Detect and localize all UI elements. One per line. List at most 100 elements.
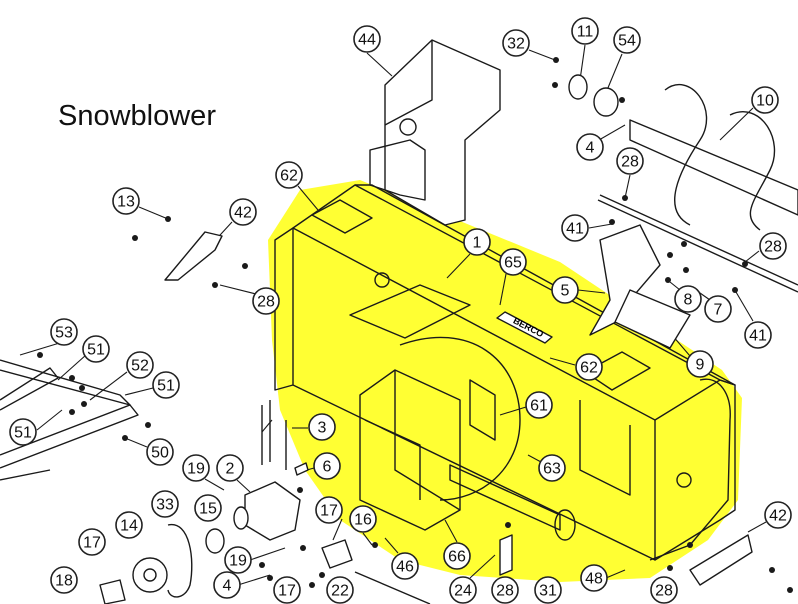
callout-number: 28 (621, 154, 639, 171)
callout-32: 32 (502, 29, 530, 57)
callout-number: 33 (156, 497, 174, 514)
callout-number: 16 (354, 512, 372, 529)
callout-circle (275, 161, 303, 189)
callout-circle (313, 452, 341, 480)
callout-circle (580, 564, 608, 592)
callout-circle (213, 571, 241, 599)
callout-4: 4 (213, 571, 241, 599)
callout-circle (534, 576, 562, 604)
callout-10: 10 (751, 86, 779, 114)
callout-number: 22 (331, 583, 349, 600)
callout-4: 4 (576, 133, 604, 161)
callout-number: 42 (769, 508, 787, 525)
callout-circle (391, 552, 419, 580)
callout-number: 5 (561, 283, 570, 300)
callout-circle (229, 198, 257, 226)
callout-circle (751, 86, 779, 114)
callout-number: 65 (504, 255, 522, 272)
callout-17: 17 (78, 528, 106, 556)
callout-circle (704, 295, 732, 323)
callout-6: 6 (313, 452, 341, 480)
callout-number: 11 (577, 24, 594, 41)
callout-number: 13 (117, 194, 135, 211)
callout-number: 63 (543, 461, 561, 478)
callout-number: 50 (151, 445, 169, 462)
callout-circle (50, 318, 78, 346)
callout-61: 61 (525, 391, 553, 419)
callout-19: 19 (224, 546, 252, 574)
callout-circle (308, 413, 336, 441)
callout-circle (126, 351, 154, 379)
callout-number: 4 (223, 578, 232, 595)
frame-assembly: BERCO (274, 184, 736, 561)
callout-62: 62 (575, 353, 603, 381)
callout-19: 19 (182, 454, 210, 482)
callout-66: 66 (443, 542, 471, 570)
callout-number: 14 (120, 518, 138, 535)
callout-number: 2 (226, 461, 235, 478)
callout-number: 18 (55, 573, 73, 590)
callout-number: 53 (55, 325, 73, 342)
callout-65: 65 (499, 248, 527, 276)
callout-circle (146, 438, 174, 466)
callout-3: 3 (308, 413, 336, 441)
callout-number: 62 (580, 360, 598, 377)
callout-circle (571, 17, 599, 45)
callout-33: 33 (151, 490, 179, 518)
callout-number: 44 (358, 32, 376, 49)
callout-18: 18 (50, 566, 78, 594)
callout-number: 28 (764, 239, 782, 256)
callout-22: 22 (326, 576, 354, 604)
callout-number: 15 (199, 501, 217, 518)
callout-13: 13 (112, 187, 140, 215)
callout-11: 11 (571, 17, 599, 45)
callout-number: 24 (454, 583, 472, 600)
frame-highlight (268, 180, 742, 582)
callout-circle (353, 25, 381, 53)
callout-63: 63 (538, 454, 566, 482)
callout-circle (491, 576, 519, 604)
callout-number: 8 (684, 292, 693, 309)
callout-50: 50 (146, 438, 174, 466)
callout-1: 1 (463, 228, 491, 256)
callout-51: 51 (9, 418, 37, 446)
diagram-title: Snowblower (58, 100, 216, 132)
callout-circle (561, 214, 589, 242)
callout-number: 4 (586, 140, 595, 157)
callout-51: 51 (82, 335, 110, 363)
hitch-cover (369, 39, 501, 226)
callout-number: 19 (187, 461, 205, 478)
callout-51: 51 (152, 371, 180, 399)
callout-circle (224, 546, 252, 574)
callout-number: 41 (749, 328, 767, 345)
callout-number: 28 (655, 583, 673, 600)
callout-circle (449, 576, 477, 604)
callout-number: 51 (14, 425, 32, 442)
callout-circle (252, 287, 280, 315)
callout-46: 46 (391, 552, 419, 580)
callout-number: 66 (448, 549, 466, 566)
auger-assembly (568, 74, 798, 293)
callout-9: 9 (686, 350, 714, 378)
callout-48: 48 (580, 564, 608, 592)
callout-15: 15 (194, 494, 222, 522)
callout-54: 54 (613, 26, 641, 54)
callout-circle (650, 576, 678, 604)
callout-circle (759, 232, 787, 260)
callout-28: 28 (252, 287, 280, 315)
callout-circle (575, 353, 603, 381)
callout-circle (216, 454, 244, 482)
drive-components (99, 400, 513, 604)
callout-2: 2 (216, 454, 244, 482)
callout-17: 17 (273, 576, 301, 604)
callout-circle (112, 187, 140, 215)
callout-52: 52 (126, 351, 154, 379)
callout-28: 28 (616, 147, 644, 175)
callout-circle (151, 490, 179, 518)
callout-number: 61 (530, 398, 548, 415)
callout-circle (576, 133, 604, 161)
callout-circle (551, 276, 579, 304)
callout-number: 7 (714, 302, 723, 319)
callout-number: 42 (234, 205, 252, 222)
